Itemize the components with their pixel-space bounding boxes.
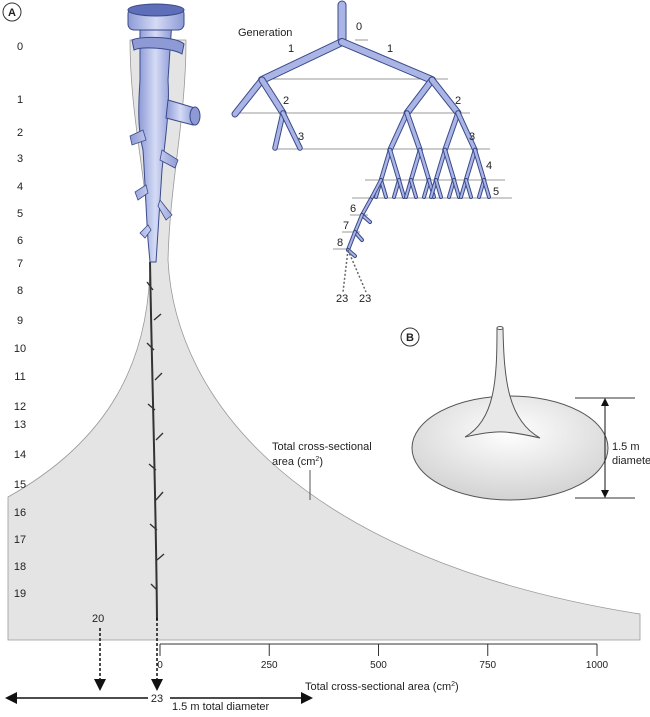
dashed-continuation <box>342 249 367 293</box>
area-annotation: Total cross-sectional area (cm2) <box>272 441 372 500</box>
tree-label-4: 4 <box>486 160 492 172</box>
generation-number: 12 <box>14 401 26 413</box>
tree-label-8: 8 <box>337 237 343 249</box>
generation-number: 4 <box>17 181 23 193</box>
generation-number: 5 <box>17 208 23 220</box>
axis-tick-label: 1000 <box>586 660 609 671</box>
generation-number: 1 <box>17 94 23 106</box>
axis-title: Total cross-sectional area (cm2) <box>305 681 459 693</box>
panel-b-label: B <box>406 332 414 344</box>
tree-label-5: 5 <box>493 186 499 198</box>
tree-label-23-right: 23 <box>359 293 371 305</box>
tree-label-6: 6 <box>350 203 356 215</box>
tree-label-2-right: 2 <box>455 95 461 107</box>
x-axis: Total cross-sectional area (cm2) 0 250 500… <box>157 643 609 693</box>
generation-number: 9 <box>17 315 23 327</box>
axis-tick-label: 250 <box>261 660 278 671</box>
svg-text:A: A <box>8 7 16 19</box>
tree-label-3-left: 3 <box>298 131 304 143</box>
diameter-label-line2: diameter <box>612 455 650 467</box>
tree-label-7: 7 <box>343 220 349 232</box>
generation-number: 15 <box>14 479 26 491</box>
tree-label-1-right: 1 <box>387 43 393 55</box>
generation-number: 11 <box>14 371 25 383</box>
generation-number: 18 <box>14 561 26 573</box>
generation-number: 8 <box>17 285 23 297</box>
generation-number: 16 <box>14 507 26 519</box>
generation-number: 10 <box>14 343 26 355</box>
generation-number: 19 <box>14 588 26 600</box>
cross-sectional-area-funnel <box>7 39 641 641</box>
generation-number: 7 <box>17 258 23 270</box>
generation-number: 0 <box>17 41 23 53</box>
tree-label-1-left: 1 <box>288 43 294 55</box>
total-diameter-label: 1.5 m total diameter <box>172 701 270 712</box>
generation-number: 13 <box>14 419 26 431</box>
generation-23-bottom: 23 <box>151 693 163 705</box>
generation-number: 3 <box>17 153 23 165</box>
branching-tree-schematic: Generation 0 1 1 2 2 3 3 4 5 6 7 8 23 23 <box>231 0 512 305</box>
diameter-label-line1: 1.5 m <box>612 441 640 453</box>
svg-text:area (cm2): area (cm2) <box>272 456 323 468</box>
tree-label-3-right: 3 <box>469 131 475 143</box>
generation-number: 2 <box>17 127 23 139</box>
tree-label-2-left: 2 <box>283 95 289 107</box>
area-label-line1: Total cross-sectional <box>272 441 372 453</box>
airway-tree-illustration <box>127 3 201 621</box>
axis-tick-label: 500 <box>370 660 387 671</box>
bottom-diameter-annotation: 20 23 1.5 m total diameter <box>5 613 313 713</box>
generation-number: 14 <box>14 449 26 461</box>
generation-number: 17 <box>14 534 26 546</box>
generation-heading: Generation <box>238 27 292 39</box>
generation-number: 6 <box>17 235 23 247</box>
tree-label-0: 0 <box>356 21 362 33</box>
panel-b-illustration: B 1.5 m diameter <box>400 326 650 501</box>
generation-20-bottom: 20 <box>92 613 104 625</box>
area-label-line2: area (cm <box>272 456 315 468</box>
axis-tick-label: 0 <box>157 660 163 671</box>
panel-a-label: A <box>2 2 22 22</box>
axis-tick-label: 750 <box>479 660 496 671</box>
tree-label-23-left: 23 <box>336 293 348 305</box>
